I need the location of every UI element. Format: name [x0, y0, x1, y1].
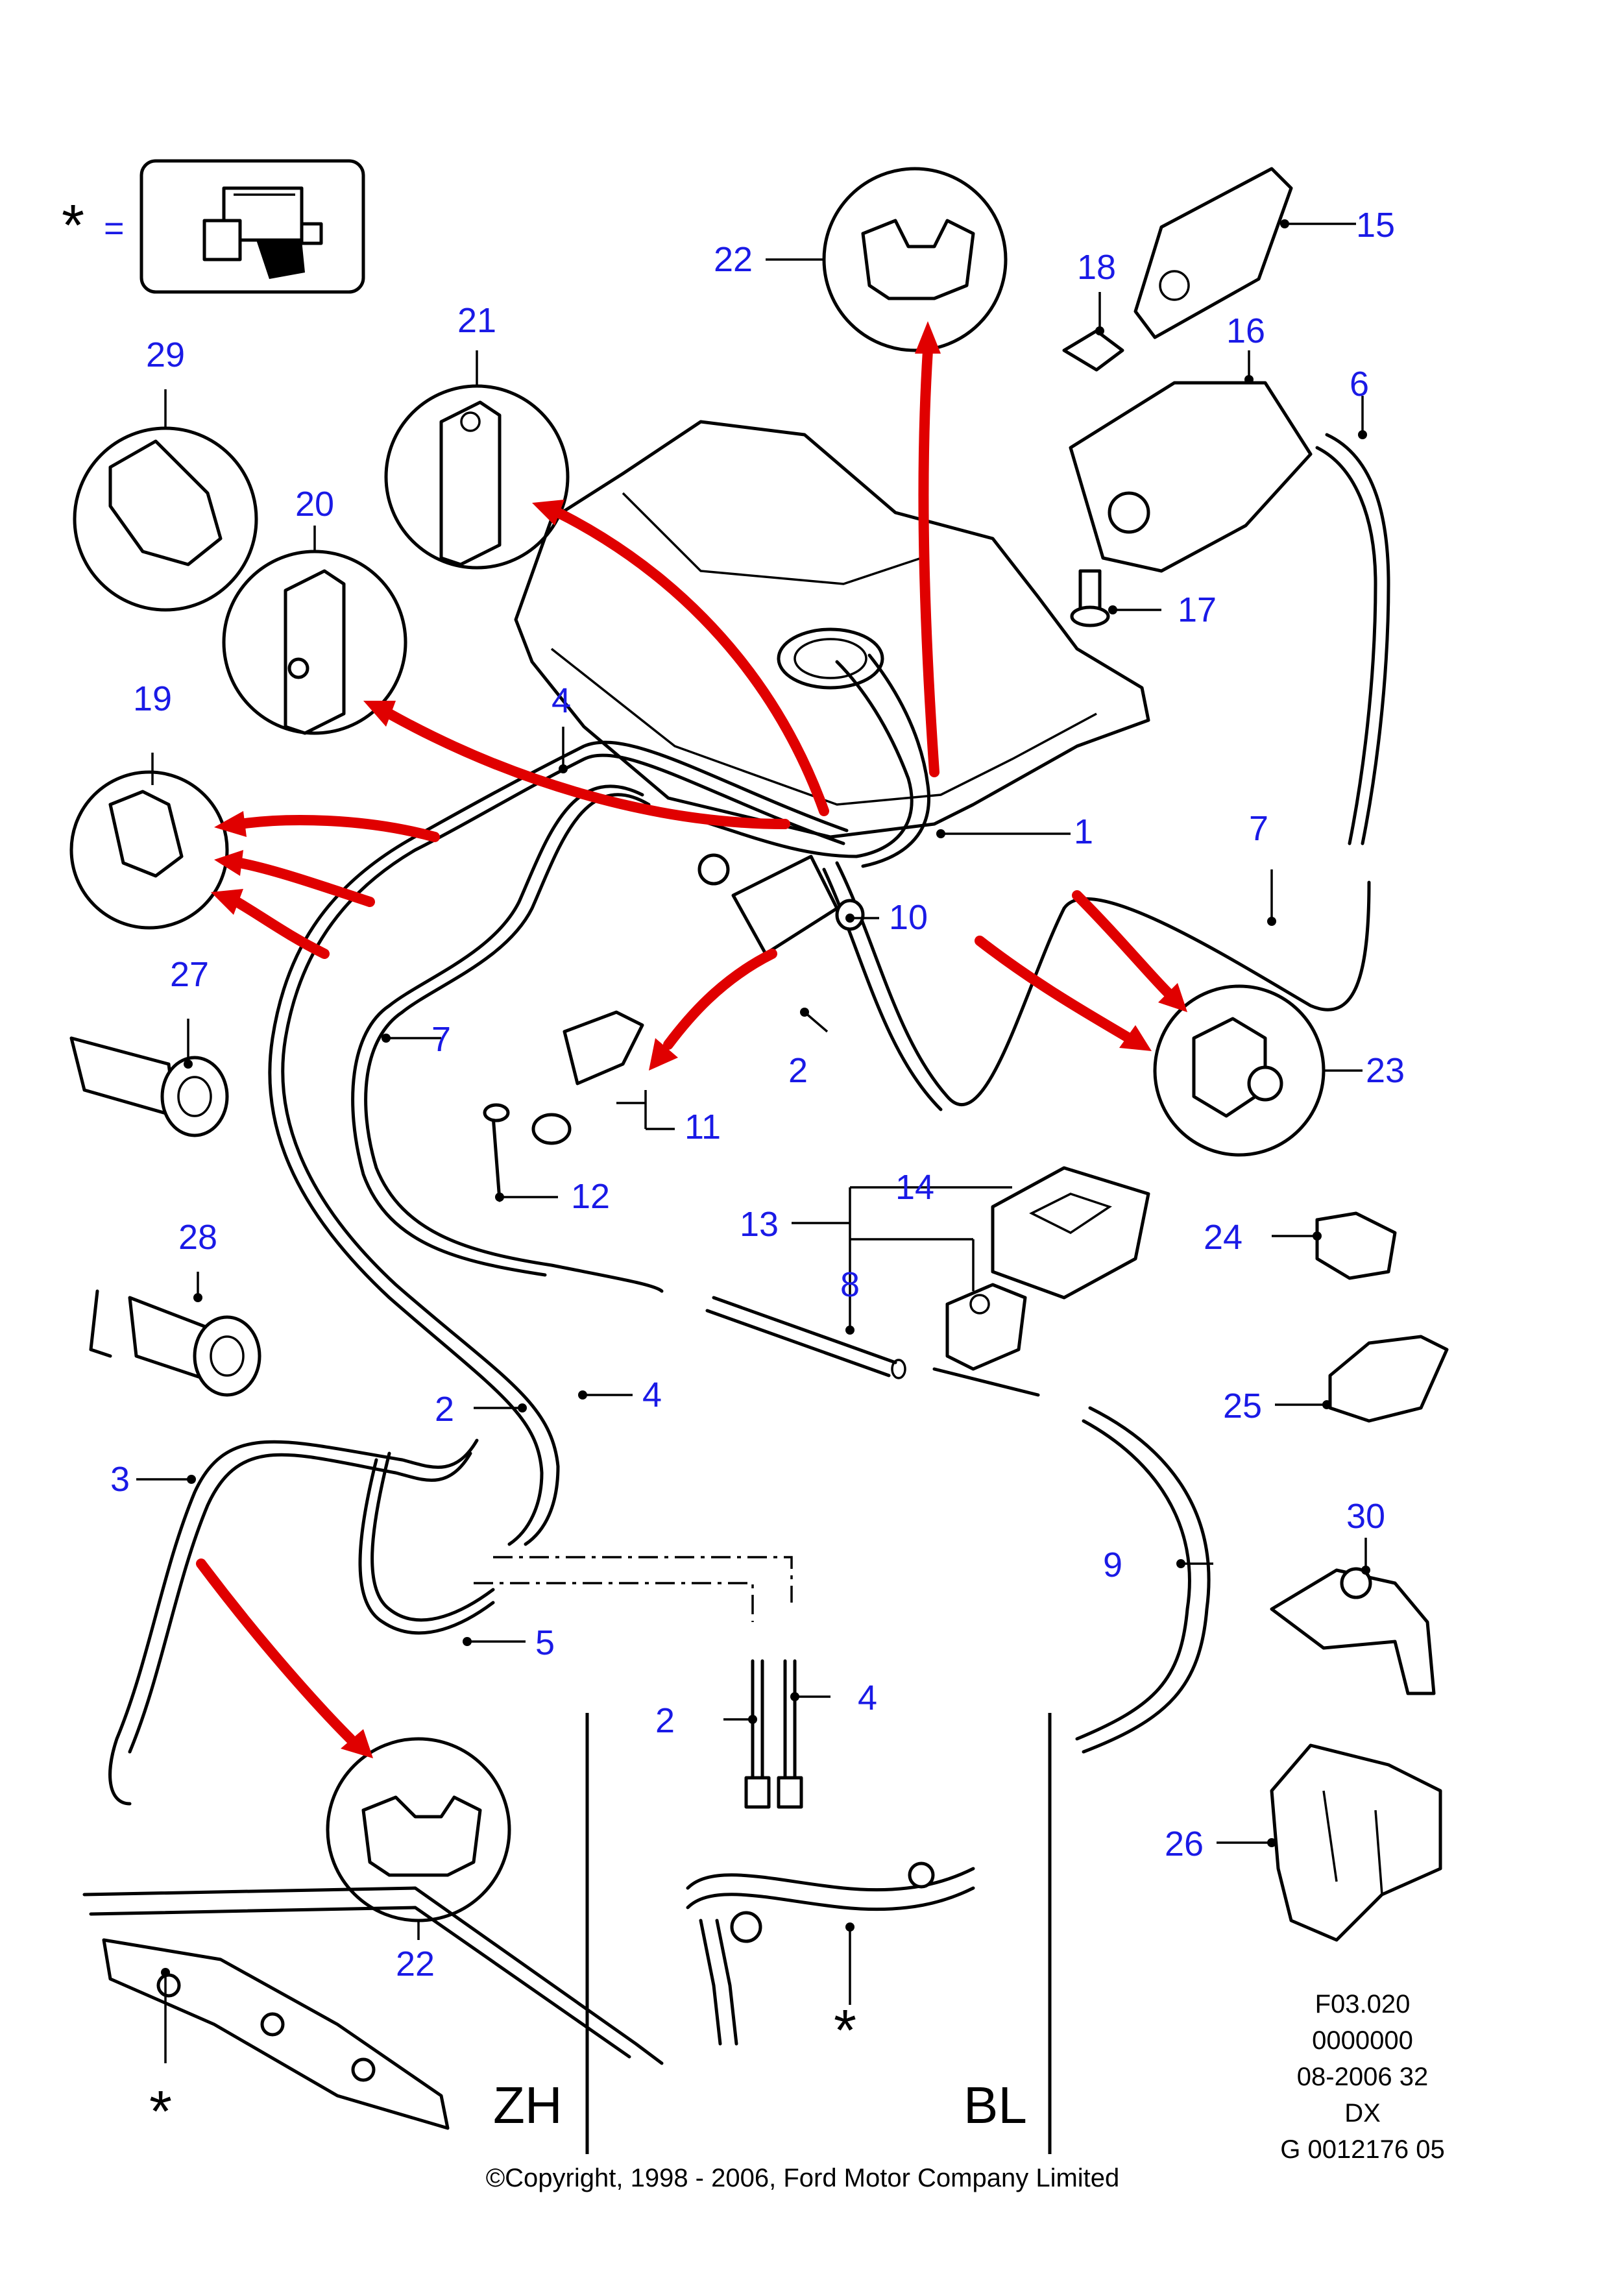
legend: * =: [62, 159, 365, 294]
part-14-box: [991, 1166, 1150, 1300]
callout-28: 28: [178, 1218, 217, 1257]
detail-circle-22-top: [822, 167, 1008, 352]
callout-15: 15: [1356, 206, 1395, 245]
reference-block: F03.020 0000000 08-2006 32 DX G 0012176 …: [1280, 1990, 1445, 2164]
engine-icon: [202, 186, 323, 279]
callout-13: 13: [740, 1205, 779, 1244]
fuel-lines: [108, 433, 1390, 1806]
part-27-grommet: [69, 1036, 229, 1137]
part-26-clip: [1270, 1743, 1442, 1942]
callout-12: 12: [571, 1177, 610, 1216]
part-11-bracket: [531, 1010, 644, 1145]
part-25-clip: [1328, 1335, 1449, 1423]
part-18-clip: [1062, 329, 1124, 372]
variant-label-zh: ZH: [493, 2076, 563, 2134]
callout-16: 16: [1226, 311, 1265, 350]
callout-22b: 22: [396, 1945, 435, 1983]
detail-circle-23: [1153, 984, 1326, 1157]
variant-label-bl: BL: [963, 2076, 1027, 2134]
callout-numbers: 1 2 2 2 3 4 4 4 5 6 7 7 8 9 10 11 12 13 …: [110, 206, 1405, 1983]
callout-8: 8: [840, 1265, 860, 1304]
legend-star: *: [62, 193, 84, 258]
callout-27: 27: [170, 955, 209, 994]
part-16-bracket: [1069, 381, 1313, 573]
callout-3: 3: [110, 1460, 130, 1499]
callout-17: 17: [1178, 590, 1217, 629]
detail-circle-19: [69, 770, 229, 930]
callout-2a: 2: [788, 1051, 808, 1090]
legend-engine-box: [139, 159, 365, 294]
callout-7a: 7: [1249, 809, 1268, 848]
callout-6: 6: [1350, 365, 1369, 404]
legend-equals: =: [104, 209, 125, 248]
copyright-notice: ©Copyright, 1998 - 2006, Ford Motor Comp…: [486, 2164, 1120, 2192]
detail-circle-22-bottom: [326, 1737, 511, 1922]
callout-11: 11: [685, 1108, 721, 1146]
reference-line-1: F03.020: [1315, 1990, 1411, 2018]
callout-24: 24: [1204, 1218, 1242, 1257]
callout-20: 20: [295, 485, 334, 524]
callout-21: 21: [457, 301, 496, 340]
connector-pipes: [474, 1556, 803, 1809]
callout-29: 29: [146, 335, 185, 374]
callout-30: 30: [1346, 1497, 1385, 1536]
variant-star-bl: *: [834, 1998, 856, 2063]
callout-4a: 4: [551, 681, 571, 720]
part-24-clip: [1315, 1211, 1397, 1280]
variant-star-zh: *: [149, 2079, 172, 2144]
callout-2b: 2: [435, 1390, 454, 1429]
part-15-cover: [1133, 167, 1293, 339]
callout-2c: 2: [655, 1701, 675, 1740]
callout-19: 19: [133, 679, 172, 718]
part-12-pin: [483, 1103, 510, 1202]
callout-10: 10: [889, 898, 928, 937]
part-8-valve: [932, 1283, 1040, 1397]
callout-4c: 4: [858, 1679, 877, 1717]
reference-line-4: DX: [1344, 2099, 1381, 2127]
reference-line-3: 08-2006 32: [1297, 2063, 1428, 2091]
callout-9: 9: [1103, 1546, 1122, 1584]
callout-4b: 4: [642, 1376, 662, 1414]
callout-22a: 22: [714, 240, 753, 279]
part-30-bracket: [1270, 1567, 1436, 1695]
callout-5: 5: [535, 1623, 555, 1662]
leader-lines: [136, 219, 1370, 2063]
fuel-tank: [514, 420, 1150, 839]
reference-line-5: G 0012176 05: [1280, 2135, 1445, 2164]
callout-14: 14: [895, 1168, 934, 1207]
reference-line-2: 0000000: [1312, 2026, 1413, 2055]
callout-26: 26: [1165, 1824, 1204, 1863]
detail-circle-29: [73, 426, 258, 612]
callout-18: 18: [1077, 248, 1116, 287]
part-17-bolt: [1070, 569, 1110, 627]
callout-25: 25: [1223, 1387, 1262, 1425]
callout-1: 1: [1074, 812, 1093, 851]
callout-7b: 7: [431, 1020, 451, 1059]
red-arrows: [196, 321, 1187, 1758]
zh-fuel-rail: [82, 1886, 664, 2130]
part-28-grommet: [89, 1289, 261, 1397]
bl-fuel-rail: [686, 1861, 975, 2046]
detail-circle-21: [384, 384, 570, 570]
callout-23: 23: [1366, 1051, 1405, 1090]
